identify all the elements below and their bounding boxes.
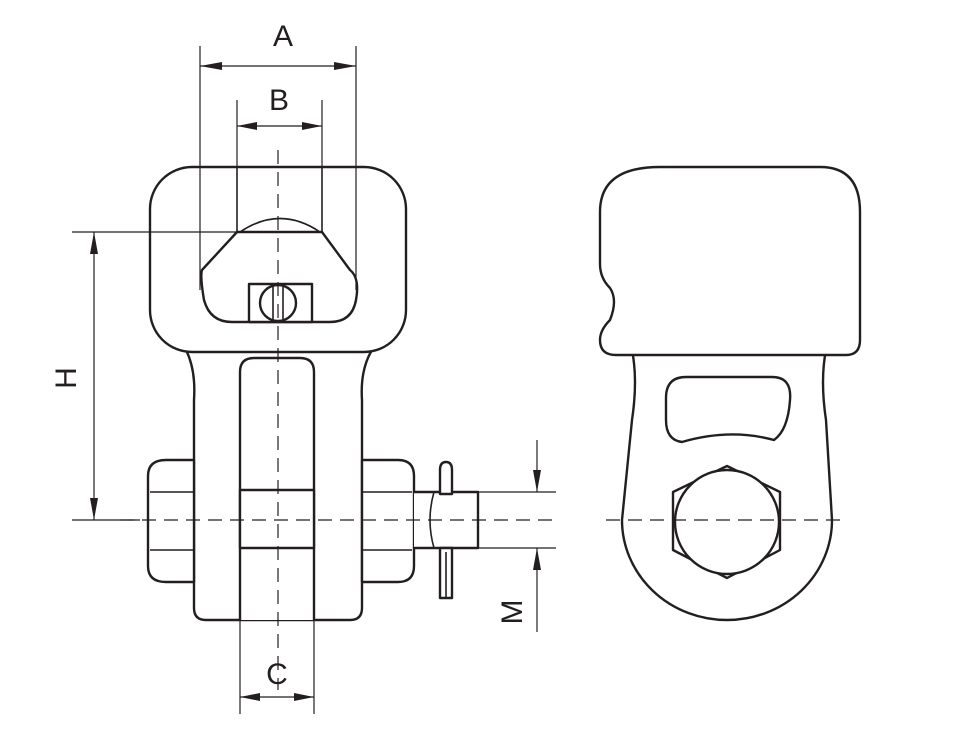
pin-collar [238, 488, 316, 550]
label-A: A [273, 20, 293, 53]
label-C: C [266, 658, 288, 691]
label-B: B [269, 84, 289, 117]
dimension-C: C [239, 620, 315, 714]
label-H: H [50, 367, 83, 389]
key-slot [664, 375, 792, 444]
side-socket-head [598, 165, 862, 357]
hex-nut-right [360, 458, 416, 584]
front-view [120, 150, 560, 690]
dimension-B: B [236, 84, 323, 168]
hex-nut [146, 458, 196, 584]
pin-end [412, 490, 480, 550]
dimension-A: A [199, 20, 357, 290]
dimension-M: M [478, 440, 556, 632]
socket-cavity [200, 230, 359, 324]
dimension-H: H [50, 231, 320, 521]
side-view [598, 165, 862, 622]
label-M: M [496, 600, 529, 625]
cotter-pin [438, 460, 454, 600]
side-pin-circle [673, 468, 781, 576]
